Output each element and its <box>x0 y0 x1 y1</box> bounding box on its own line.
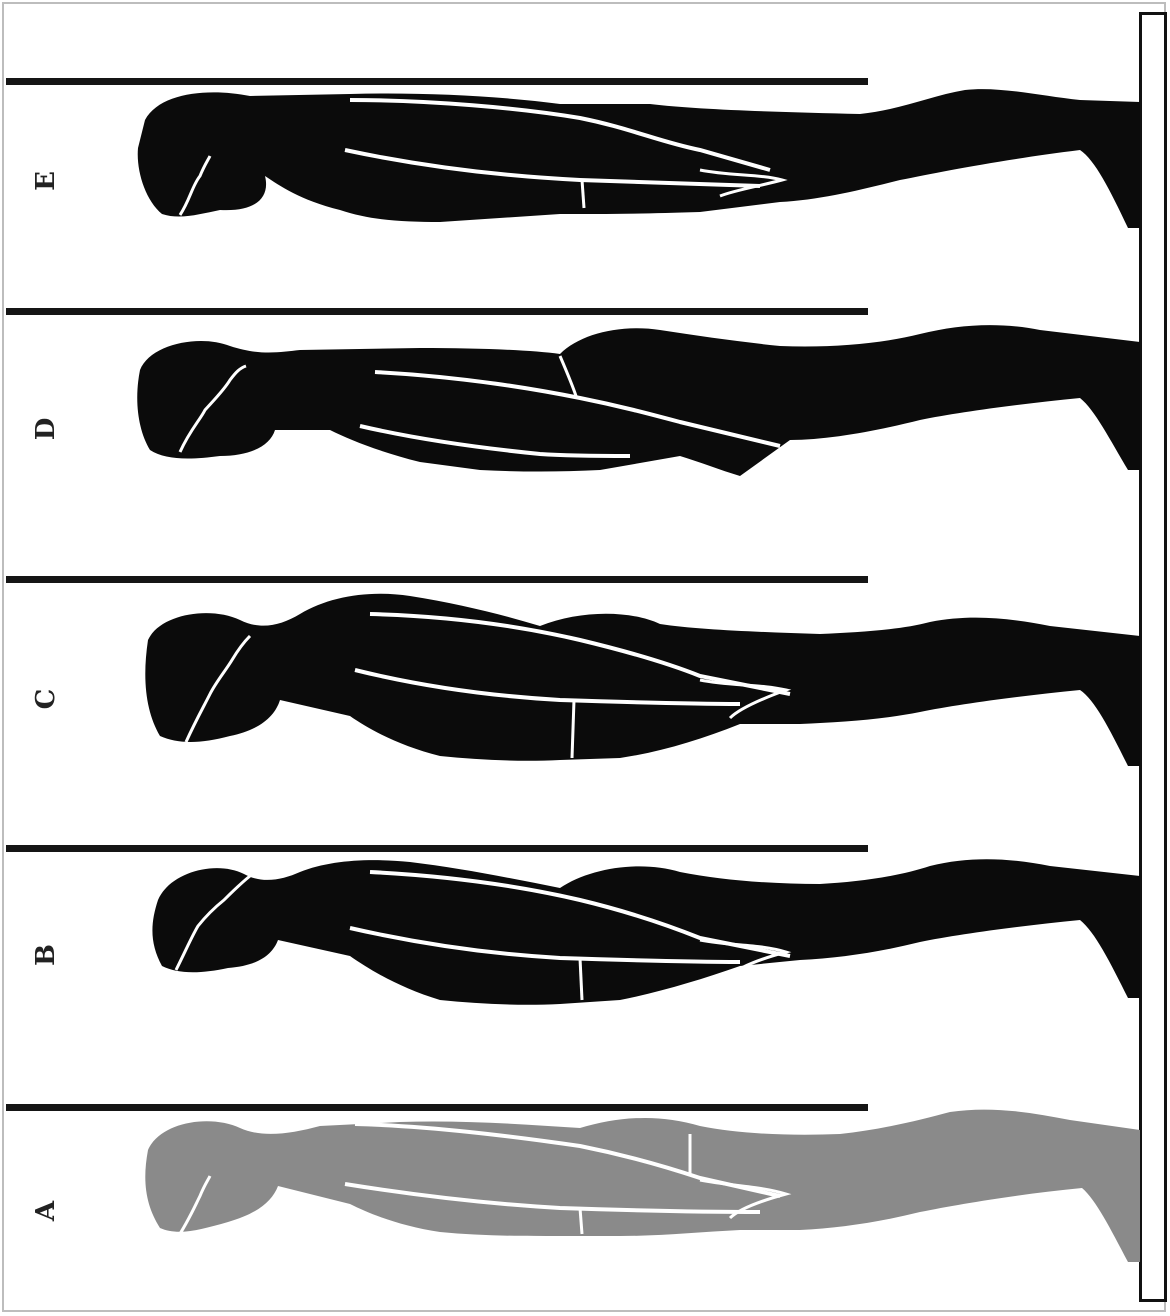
panel-a-body <box>145 1110 1140 1262</box>
